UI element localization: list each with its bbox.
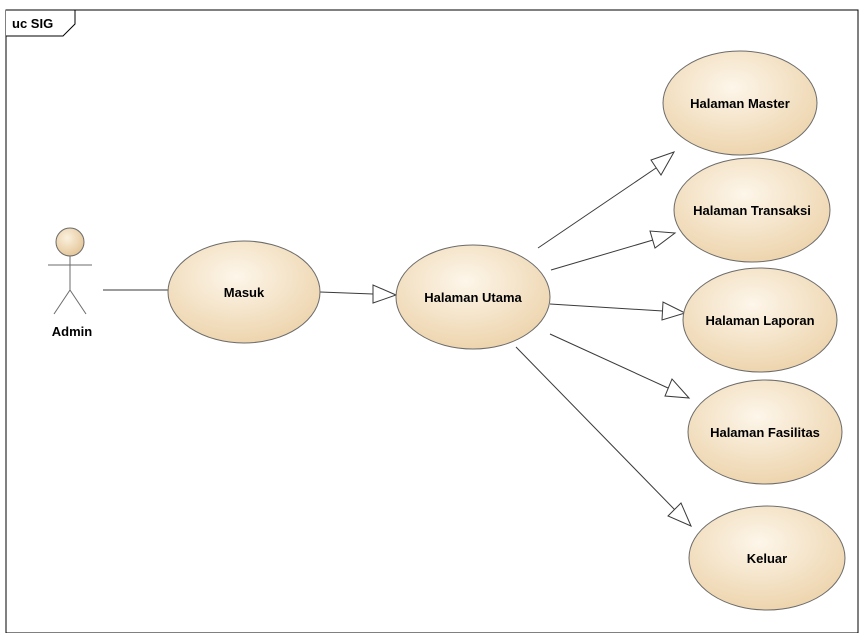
actor-right-leg bbox=[69, 289, 87, 315]
usecase-masuk bbox=[167, 240, 321, 344]
usecase-halaman-fasilitas bbox=[687, 379, 843, 485]
arrow-utama-master-head bbox=[650, 151, 676, 176]
usecase-halaman-laporan-label: Halaman Laporan bbox=[705, 313, 814, 328]
arrow-utama-fasilitas-head bbox=[664, 378, 691, 399]
usecase-keluar-label: Keluar bbox=[747, 551, 787, 566]
arrow-utama-transaksi-line bbox=[550, 239, 654, 271]
usecase-halaman-fasilitas-label: Halaman Fasilitas bbox=[710, 425, 820, 440]
arrow-utama-laporan-line bbox=[549, 303, 664, 312]
arrow-masuk-utama-head bbox=[372, 284, 398, 304]
arrow-utama-master-line bbox=[537, 167, 657, 249]
actor-admin bbox=[48, 227, 92, 315]
usecase-halaman-master bbox=[662, 50, 818, 156]
usecase-halaman-laporan bbox=[682, 267, 838, 373]
actor-label: Admin bbox=[52, 324, 93, 339]
usecase-halaman-transaksi-label: Halaman Transaksi bbox=[693, 203, 811, 218]
actor-left-leg bbox=[53, 289, 71, 315]
arrow-utama-keluar-head bbox=[667, 502, 692, 527]
arrow-utama-transaksi-head bbox=[649, 230, 677, 249]
usecase-halaman-master-label: Halaman Master bbox=[690, 96, 790, 111]
usecase-masuk-label: Masuk bbox=[224, 285, 265, 300]
arrow-utama-laporan-head bbox=[661, 301, 687, 321]
usecase-keluar bbox=[688, 505, 846, 611]
actor-head-icon bbox=[55, 227, 85, 257]
arrow-utama-keluar-line bbox=[515, 346, 676, 511]
usecase-halaman-transaksi bbox=[673, 157, 831, 263]
arrow-masuk-utama-line bbox=[319, 291, 374, 295]
arrow-utama-fasilitas-line bbox=[549, 333, 669, 389]
relationship-arrows bbox=[319, 151, 692, 527]
usecase-halaman-utama-label: Halaman Utama bbox=[424, 290, 522, 305]
frame-title: uc SIG bbox=[12, 16, 53, 31]
usecase-halaman-utama bbox=[395, 244, 551, 350]
frame-title-tab bbox=[6, 9, 76, 37]
